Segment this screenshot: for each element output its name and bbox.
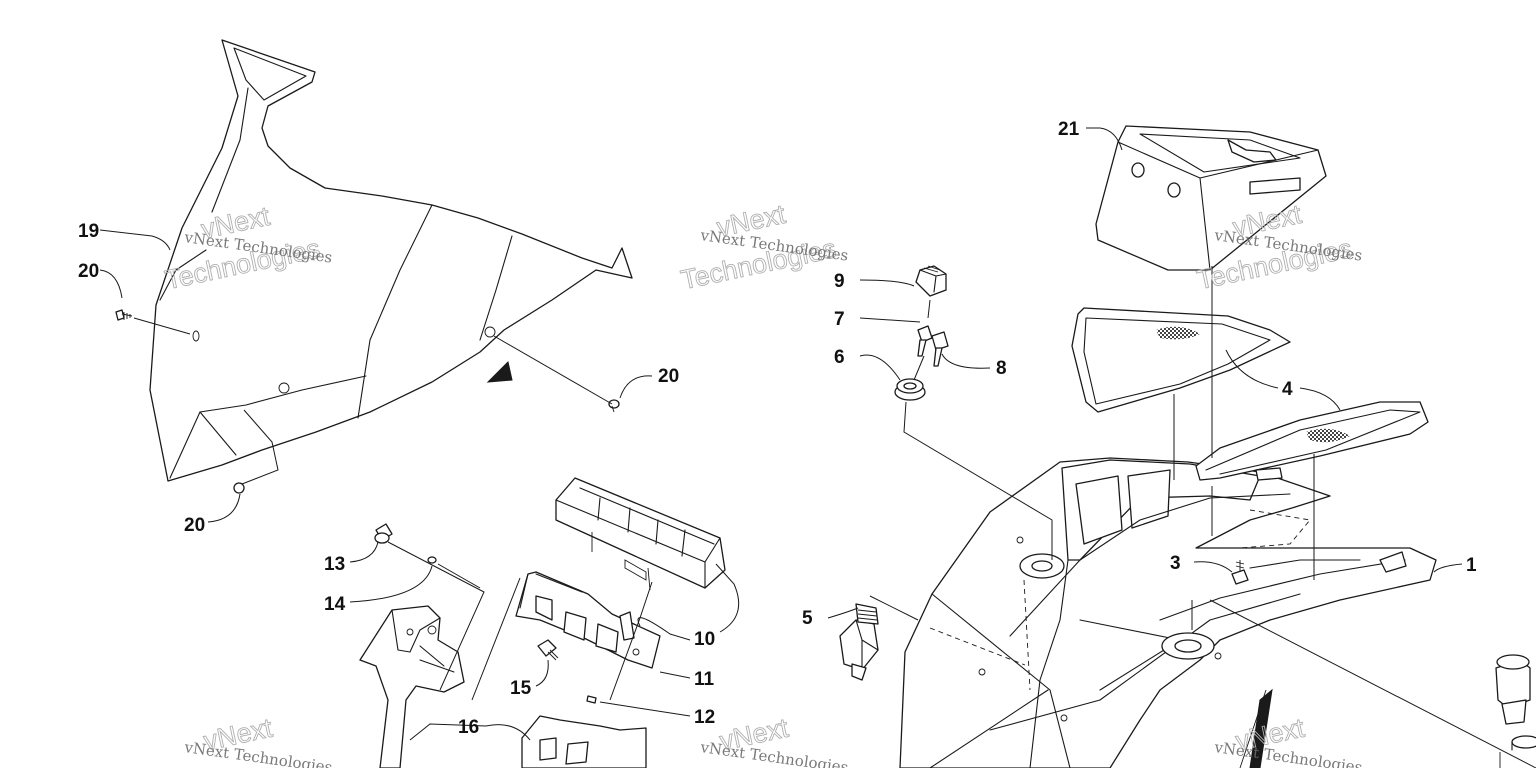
screw-20-left [115, 309, 133, 321]
gauge-bracket [515, 571, 661, 669]
callout-20: 20 [78, 261, 99, 282]
lower-bracket [521, 715, 647, 768]
washer-14 [427, 556, 437, 564]
ignition-cap-9 [915, 265, 947, 297]
gauge [555, 477, 726, 591]
callout-11: 11 [694, 669, 715, 690]
leader-lines [99, 127, 1536, 768]
callout-5: 5 [802, 608, 813, 629]
arrow-marker-icon [486, 361, 513, 383]
nut-13 [374, 523, 393, 544]
callout-20: 20 [184, 515, 205, 536]
callout-4: 4 [1282, 379, 1293, 400]
screw-3 [1231, 560, 1249, 585]
callout-20: 20 [658, 366, 679, 387]
key-8 [931, 331, 949, 367]
callout-19: 19 [78, 221, 99, 242]
lens-right [1195, 401, 1429, 481]
clip-12 [586, 695, 597, 704]
callout-10: 10 [694, 629, 715, 650]
callout-3: 3 [1170, 553, 1181, 574]
callout-15: 15 [510, 678, 532, 699]
callout-13: 13 [324, 554, 345, 575]
bolt-15 [537, 639, 559, 661]
windshield [149, 39, 633, 482]
headlight-mount [359, 605, 465, 768]
callout-12: 12 [694, 707, 715, 728]
lens-left [1071, 307, 1291, 413]
hood [899, 457, 1437, 768]
callout-8: 8 [996, 358, 1007, 379]
screw-20-right [608, 399, 620, 413]
callout-7: 7 [834, 309, 845, 330]
grommet-20-bottom [233, 482, 245, 494]
switch-5 [839, 603, 879, 681]
callout-9: 9 [834, 271, 845, 292]
ignition-nut-6 [894, 378, 926, 401]
callout-1: 1 [1466, 555, 1477, 576]
storage-console [1095, 125, 1327, 271]
callout-6: 6 [834, 347, 845, 368]
callout-14: 14 [324, 594, 346, 615]
callout-16: 16 [458, 717, 479, 738]
key-7 [917, 325, 933, 357]
callout-21: 21 [1058, 119, 1080, 140]
fuel-cap-part [1495, 654, 1536, 768]
